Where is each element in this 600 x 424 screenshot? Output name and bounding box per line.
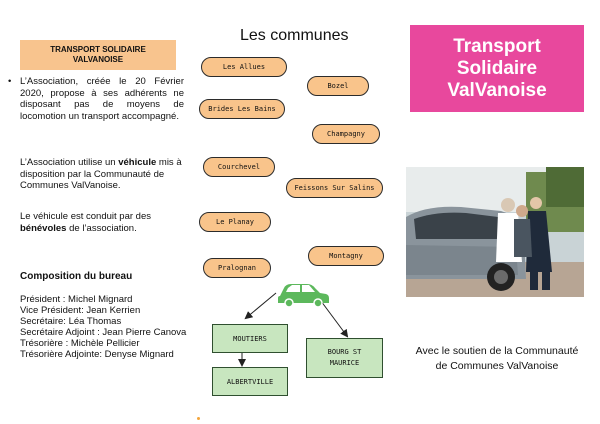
- board-member: Vice Président: Jean Kerrien: [20, 305, 141, 316]
- vehicle-paragraph: L’Association utilise un véhicule mis à …: [20, 157, 190, 192]
- photo-volunteers-car: [406, 167, 584, 297]
- board-title: Composition du bureau: [20, 271, 133, 282]
- board-member: Trésorière : Michèle Pellicier: [20, 338, 140, 349]
- driver-text-pre: Le véhicule est conduit par des: [20, 211, 151, 222]
- intro-text: L’Association, créée le 20 Février 2020,…: [20, 76, 184, 122]
- vehicle-text-bold: véhicule: [118, 157, 157, 168]
- title-box: TRANSPORT SOLIDAIRE VALVANOISE: [20, 40, 176, 70]
- driver-text-post: de l’association.: [66, 222, 137, 234]
- arrow-to-bourg: [317, 296, 349, 338]
- title-box-line2: VALVANOISE: [72, 55, 124, 64]
- commune-le-planay: Le Planay: [199, 212, 271, 232]
- main-title-box: Transport Solidaire ValVanoise: [410, 25, 584, 112]
- vehicle-text-post: mis à disposition par la Communauté de C…: [20, 157, 182, 191]
- commune-les-allues: Les Allues: [201, 57, 287, 77]
- commune-brides-les-bains: Brides Les Bains: [199, 99, 285, 119]
- commune-feissons-sur-salins: Feissons Sur Salins: [286, 178, 383, 198]
- main-title-line2: Solidaire: [456, 57, 538, 79]
- board-member: Trésorière Adjointe: Denyse Mignard: [20, 349, 174, 360]
- driver-paragraph: Le véhicule est conduit par des bénévole…: [20, 211, 190, 234]
- car-icon: [278, 284, 329, 308]
- intro-paragraph: • L’Association, créée le 20 Février 202…: [8, 76, 184, 122]
- main-title-line3: ValVanoise: [447, 79, 547, 101]
- board-member: Secrétaire: Léa Thomas: [20, 316, 122, 327]
- commune-bozel: Bozel: [307, 76, 369, 96]
- communes-title: Les communes: [240, 27, 349, 44]
- decorative-dot: [197, 417, 200, 420]
- main-title-line1: Transport: [453, 35, 541, 57]
- commune-montagny: Montagny: [308, 246, 384, 266]
- bourg-line2: MAURICE: [329, 359, 360, 367]
- commune-pralognan: Pralognan: [203, 258, 271, 278]
- board-member: Secrétaire Adjoint : Jean Pierre Canova: [20, 327, 187, 338]
- vehicle-text-pre: L’Association utilise un: [20, 157, 119, 168]
- box-albertville: ALBERTVILLE: [212, 367, 288, 396]
- box-bourg-st-maurice: BOURG ST MAURICE: [306, 338, 383, 378]
- photo-illustration: [406, 167, 584, 297]
- box-moutiers: MOUTIERS: [212, 324, 288, 353]
- support-text: Avec le soutien de la Communauté de Comm…: [415, 345, 579, 372]
- board-member: Président : Michel Mignard: [20, 294, 133, 305]
- commune-courchevel: Courchevel: [203, 157, 275, 177]
- commune-champagny: Champagny: [312, 124, 380, 144]
- intro-bullet: •: [8, 76, 12, 87]
- board-list: Président : Michel Mignard Vice Présiden…: [20, 294, 190, 360]
- title-box-line1: TRANSPORT SOLIDAIRE: [50, 45, 146, 54]
- driver-text-bold: bénévoles: [20, 222, 67, 234]
- route-diagram: [238, 284, 349, 367]
- arrow-to-moutiers: [244, 292, 277, 320]
- bourg-line1: BOURG ST: [327, 348, 362, 356]
